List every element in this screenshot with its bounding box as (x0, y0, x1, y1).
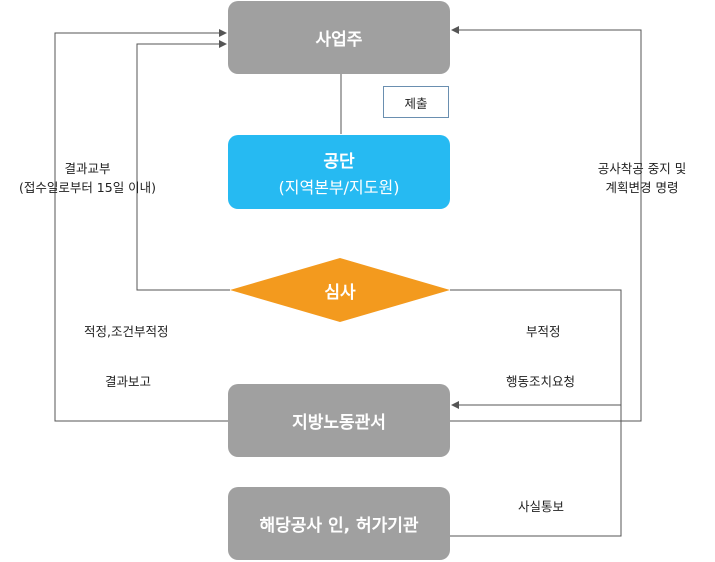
label-stop-order: 공사착공 중지 및 계획변경 명령 (582, 158, 702, 196)
label-result-delivery: 결과교부 (접수일로부터 15일 이내) (0, 158, 175, 196)
node-labor-office: 지방노동관서 (228, 384, 450, 457)
node-labor-office-label: 지방노동관서 (292, 413, 386, 433)
label-stop-order-line1: 공사착공 중지 및 (597, 161, 687, 176)
node-review-label: 심사 (324, 282, 356, 303)
node-permit-agency-label: 해당공사 인, 허가기관 (259, 516, 419, 536)
submit-label-box: 제출 (383, 86, 449, 118)
node-permit-agency: 해당공사 인, 허가기관 (228, 487, 450, 560)
node-agency-sub: (지역본부/지도원) (278, 177, 400, 197)
label-stop-order-line2: 계획변경 명령 (605, 180, 679, 195)
arrow-suitable (136, 40, 230, 291)
label-result-delivery-line1: 결과교부 (64, 161, 111, 176)
label-result-delivery-line2: (접수일로부터 15일 이내) (18, 180, 157, 195)
submit-label: 제출 (404, 95, 428, 111)
label-fact-notice: 사실통보 (518, 499, 565, 514)
arrow-stop-order (450, 26, 642, 422)
node-agency-title: 공단 (323, 151, 355, 172)
node-owner: 사업주 (228, 1, 450, 74)
label-suitable: 적정,조건부적정 (84, 324, 169, 339)
node-review-label-wrap: 심사 (230, 258, 450, 322)
arrow-unsuitable (450, 289, 622, 537)
node-owner-label: 사업주 (315, 30, 363, 50)
arrow-result-delivery (54, 29, 228, 422)
label-result-report: 결과보고 (105, 374, 152, 389)
label-unsuitable: 부적정 (526, 324, 561, 339)
review-diamond (230, 258, 450, 322)
node-agency: 공단 (지역본부/지도원) (228, 135, 450, 209)
label-admin-action: 행동조치요청 (506, 374, 576, 389)
